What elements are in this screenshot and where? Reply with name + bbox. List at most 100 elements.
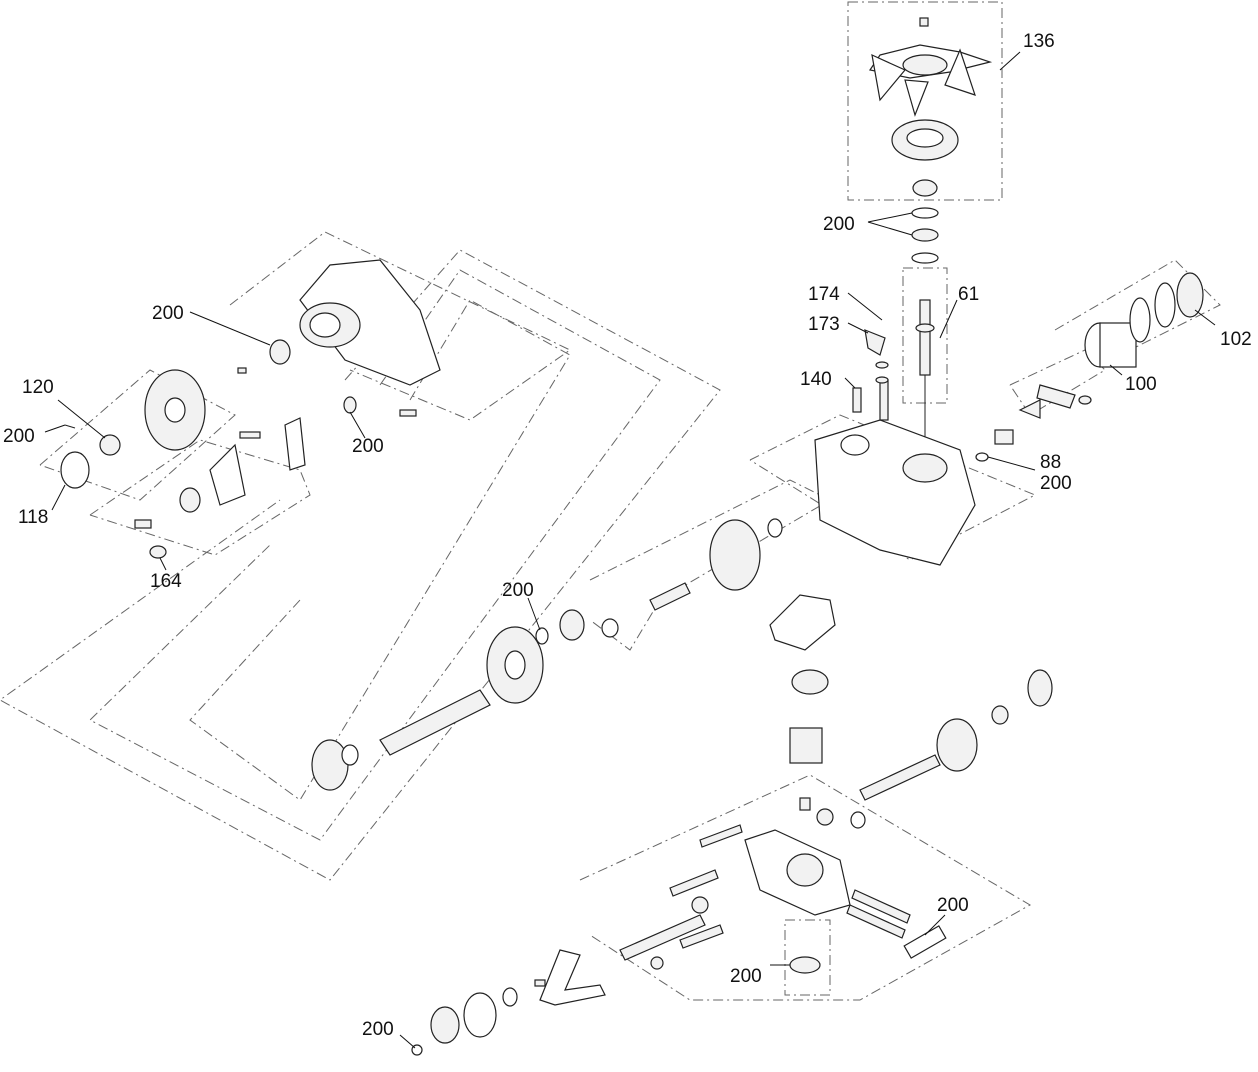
swashplate bbox=[791, 669, 829, 695]
gear-bearing bbox=[559, 609, 585, 641]
link-box bbox=[1009, 349, 1106, 416]
callout-200-right-low: 200 bbox=[937, 895, 969, 916]
input-shaft-parts bbox=[911, 207, 939, 440]
callout-118: 118 bbox=[18, 507, 48, 528]
charge-plate bbox=[463, 992, 497, 1038]
motor-cylinder-block bbox=[789, 727, 823, 764]
housing-inner-bore bbox=[309, 312, 341, 338]
fan-hub bbox=[902, 54, 948, 76]
cotter-pin bbox=[64, 424, 76, 429]
brake-parts bbox=[134, 417, 306, 559]
axle-bearing bbox=[311, 739, 349, 791]
case-body bbox=[814, 419, 976, 566]
housing-body bbox=[299, 259, 441, 386]
filter-assembly bbox=[1084, 272, 1204, 368]
callout-164: 164 bbox=[150, 571, 182, 592]
main-case bbox=[814, 329, 1092, 566]
bypass-tube bbox=[539, 949, 606, 1006]
pump-seal bbox=[1027, 669, 1053, 707]
castle-nut-120 bbox=[99, 434, 121, 456]
bolt-3 bbox=[679, 924, 724, 949]
reduction-washer bbox=[767, 518, 783, 538]
brake-bolt bbox=[134, 519, 152, 529]
brake-arm bbox=[284, 417, 306, 471]
pump-bushing bbox=[816, 808, 834, 826]
long-bolt bbox=[619, 914, 706, 961]
leader-136 bbox=[999, 51, 1021, 71]
outer-loop-2 bbox=[89, 269, 661, 841]
motor-housing bbox=[769, 594, 836, 651]
fan-blade-set bbox=[871, 48, 976, 117]
callout-88: 88 bbox=[1040, 452, 1061, 473]
oring-2 bbox=[1154, 282, 1176, 328]
seal-200-mid bbox=[343, 396, 357, 414]
brake-disc bbox=[179, 487, 201, 513]
bushing bbox=[994, 429, 1014, 445]
callout-200-left: 200 bbox=[3, 426, 35, 447]
pump-spring bbox=[991, 705, 1009, 725]
axle-housing bbox=[237, 259, 441, 417]
leader-lines bbox=[44, 51, 1216, 1049]
charge-washer bbox=[502, 987, 518, 1007]
snap-ring-1 bbox=[911, 207, 939, 219]
brake-pin bbox=[239, 431, 261, 439]
pulley-nut bbox=[912, 179, 938, 197]
leader-200-right-low bbox=[924, 914, 946, 936]
leader-200-gear bbox=[527, 597, 541, 631]
leader-174 bbox=[847, 292, 883, 321]
plug bbox=[650, 956, 664, 970]
bracket-173 bbox=[864, 329, 886, 356]
leader-164 bbox=[159, 557, 167, 571]
axle-shaft bbox=[379, 689, 491, 756]
filter-body bbox=[1099, 322, 1137, 368]
filter-cap-box bbox=[1054, 259, 1221, 361]
output-gear-hub bbox=[504, 650, 526, 680]
case-bore bbox=[902, 453, 948, 483]
leader-61 bbox=[939, 299, 958, 339]
clip-1 bbox=[875, 361, 889, 369]
center-section-box bbox=[579, 774, 1032, 1001]
leader-100 bbox=[1109, 364, 1123, 376]
axle-snap-ring bbox=[341, 744, 359, 766]
housing-bolt bbox=[399, 409, 417, 417]
leader-173 bbox=[847, 322, 869, 334]
gear-snap-ring bbox=[535, 627, 549, 645]
axle-hub-box bbox=[39, 369, 236, 501]
spring-164 bbox=[149, 545, 167, 559]
filter-box bbox=[784, 919, 831, 996]
leader-200-top-b bbox=[867, 221, 913, 236]
pulley-groove bbox=[906, 128, 944, 148]
bypass-rod bbox=[879, 379, 889, 421]
pin-140 bbox=[852, 387, 862, 413]
filter-cap-102 bbox=[1176, 272, 1204, 318]
callouts: 136 200 174 61 173 102 140 100 88 200 20… bbox=[3, 31, 1252, 1040]
bolt-2 bbox=[669, 869, 719, 897]
key bbox=[237, 367, 247, 374]
leader-120 bbox=[57, 399, 106, 439]
oring-1 bbox=[1129, 297, 1151, 343]
hub-center bbox=[164, 397, 186, 423]
callout-102: 102 bbox=[1220, 329, 1252, 350]
arm-nut bbox=[1078, 395, 1092, 405]
charge-pump-parts bbox=[411, 979, 546, 1056]
filter-200 bbox=[789, 956, 821, 974]
callout-120: 120 bbox=[22, 377, 54, 398]
callout-200-bottom-left: 200 bbox=[362, 1019, 394, 1040]
callout-200-gear: 200 bbox=[502, 580, 534, 601]
check-valve bbox=[691, 896, 709, 914]
bearing-1 bbox=[911, 228, 939, 242]
fan-pulley-box bbox=[847, 1, 1003, 201]
leader-200-left-upper bbox=[189, 311, 271, 346]
motor-pin bbox=[799, 797, 811, 811]
leader-88 bbox=[987, 456, 1036, 471]
charge-gear bbox=[430, 1006, 460, 1044]
case-port bbox=[840, 434, 870, 456]
outer-loop-3 bbox=[189, 299, 571, 801]
pump-cylinder-block bbox=[936, 718, 978, 772]
gear-train bbox=[311, 518, 783, 791]
key-link bbox=[1018, 399, 1041, 419]
leader-200-left bbox=[44, 424, 66, 433]
callout-173: 173 bbox=[808, 314, 840, 335]
